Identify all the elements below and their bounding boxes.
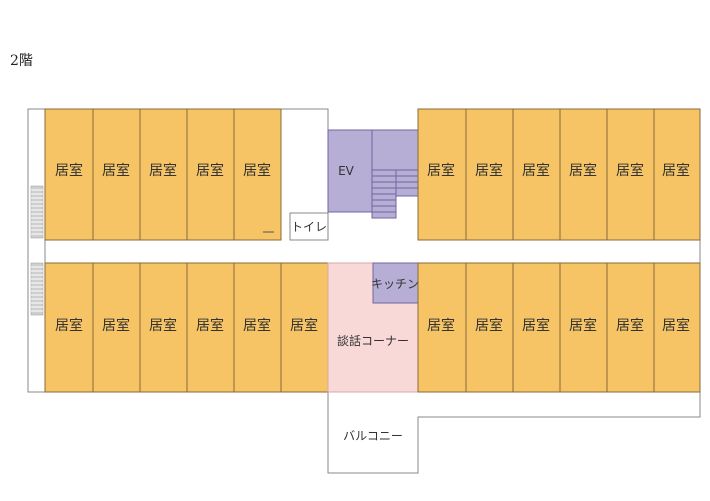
room	[417, 262, 467, 393]
room-label: 居室	[616, 317, 644, 334]
floor-title: 2階	[10, 53, 33, 69]
rooms-lower-left: 居室 居室 居室 居室 居室 居室	[44, 262, 329, 393]
room	[139, 262, 188, 393]
room	[653, 108, 701, 241]
room-label: 居室	[196, 317, 224, 334]
balcony-label: バルコニー	[343, 429, 403, 443]
room	[512, 108, 561, 241]
kitchen-label: キッチン	[371, 277, 419, 291]
left-vent-upper	[30, 185, 44, 239]
room-label: 居室	[55, 162, 83, 179]
room-label: 居室	[149, 317, 177, 334]
room-label: 居室	[102, 162, 130, 179]
room-label: 居室	[522, 317, 550, 334]
room	[139, 108, 188, 241]
lounge-label: 談話コーナー	[337, 333, 409, 348]
room	[92, 262, 141, 393]
left-corridor	[27, 108, 46, 393]
ev-label: EV	[338, 164, 355, 178]
room-label: 居室	[243, 317, 271, 334]
room	[512, 262, 561, 393]
room	[417, 108, 467, 241]
room-label: 居室	[616, 162, 644, 179]
room-label: 居室	[569, 317, 597, 334]
room-label: 居室	[102, 317, 130, 334]
room-label: 居室	[243, 162, 271, 179]
room	[559, 108, 608, 241]
room-label: 居室	[196, 162, 224, 179]
room	[233, 262, 282, 393]
room	[653, 262, 701, 393]
room-label: 居室	[149, 162, 177, 179]
toilet	[289, 212, 329, 241]
room	[465, 262, 514, 393]
room-label: 居室	[427, 317, 455, 334]
room	[92, 108, 141, 241]
stairs	[371, 129, 419, 219]
room-label: 居室	[427, 162, 455, 179]
room-label: 居室	[662, 317, 690, 334]
room-label: 居室	[569, 162, 597, 179]
room-label: 居室	[55, 317, 83, 334]
room	[233, 108, 282, 241]
left-vent-lower	[30, 262, 44, 316]
room	[606, 108, 655, 241]
room-label: 居室	[290, 317, 318, 334]
room-label: 居室	[662, 162, 690, 179]
rooms-upper-right: 居室 居室 居室 居室 居室 居室	[417, 108, 701, 241]
rooms-lower-right: 居室 居室 居室 居室 居室 居室	[417, 262, 701, 393]
room	[44, 262, 94, 393]
room	[465, 108, 514, 241]
room	[186, 262, 235, 393]
room-label: 居室	[475, 317, 503, 334]
room-label: 居室	[475, 162, 503, 179]
room-label: 居室	[522, 162, 550, 179]
toilet-label: トイレ	[291, 220, 327, 234]
rooms-upper-left: 居室 居室 居室 居室 居室	[44, 108, 282, 241]
room	[606, 262, 655, 393]
room	[559, 262, 608, 393]
kitchen	[372, 262, 419, 304]
room	[280, 262, 329, 393]
room	[186, 108, 235, 241]
